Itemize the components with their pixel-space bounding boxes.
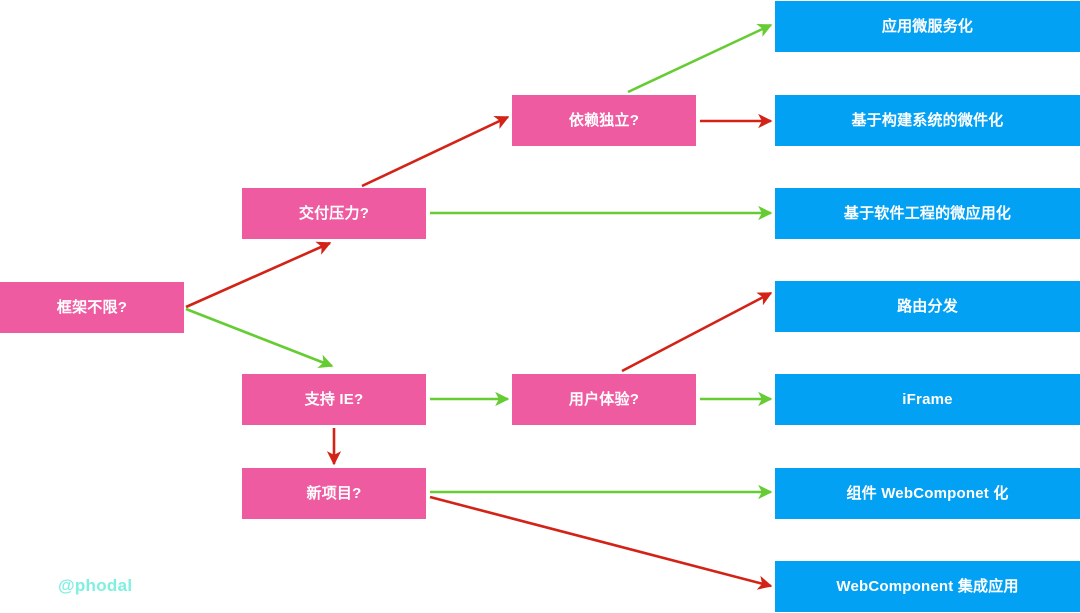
edge-dependency-to-microservice [627, 23, 773, 94]
outcome-node-webcomponent-app[interactable]: WebComponent 集成应用 [775, 561, 1080, 612]
edge-delivery-to-dependency [361, 115, 510, 188]
watermark-phodal: @phodal [58, 576, 133, 595]
edge-framework-to-delivery [185, 241, 332, 309]
edge-framework-to-supportie [185, 307, 334, 368]
outcome-node-microservice[interactable]: 应用微服务化 [775, 1, 1080, 52]
outcome-node-buildsystem[interactable]: 基于构建系统的微件化 [775, 95, 1080, 146]
outcome-node-routing[interactable]: 路由分发 [775, 281, 1080, 332]
outcome-node-iframe[interactable]: iFrame [775, 374, 1080, 425]
decision-node-delivery[interactable]: 交付压力? [242, 188, 426, 239]
decision-node-supportie[interactable]: 支持 IE? [242, 374, 426, 425]
decision-node-ux[interactable]: 用户体验? [512, 374, 696, 425]
decision-node-newproject[interactable]: 新项目? [242, 468, 426, 519]
decision-node-framework[interactable]: 框架不限? [0, 282, 184, 333]
edge-ux-to-routing [621, 291, 773, 373]
edge-newproject-to-wcapp [429, 495, 773, 590]
outcome-node-webcomponent-ize[interactable]: 组件 WebComponet 化 [775, 468, 1080, 519]
outcome-node-softwareeng[interactable]: 基于软件工程的微应用化 [775, 188, 1080, 239]
decision-node-dependency[interactable]: 依赖独立? [512, 95, 696, 146]
